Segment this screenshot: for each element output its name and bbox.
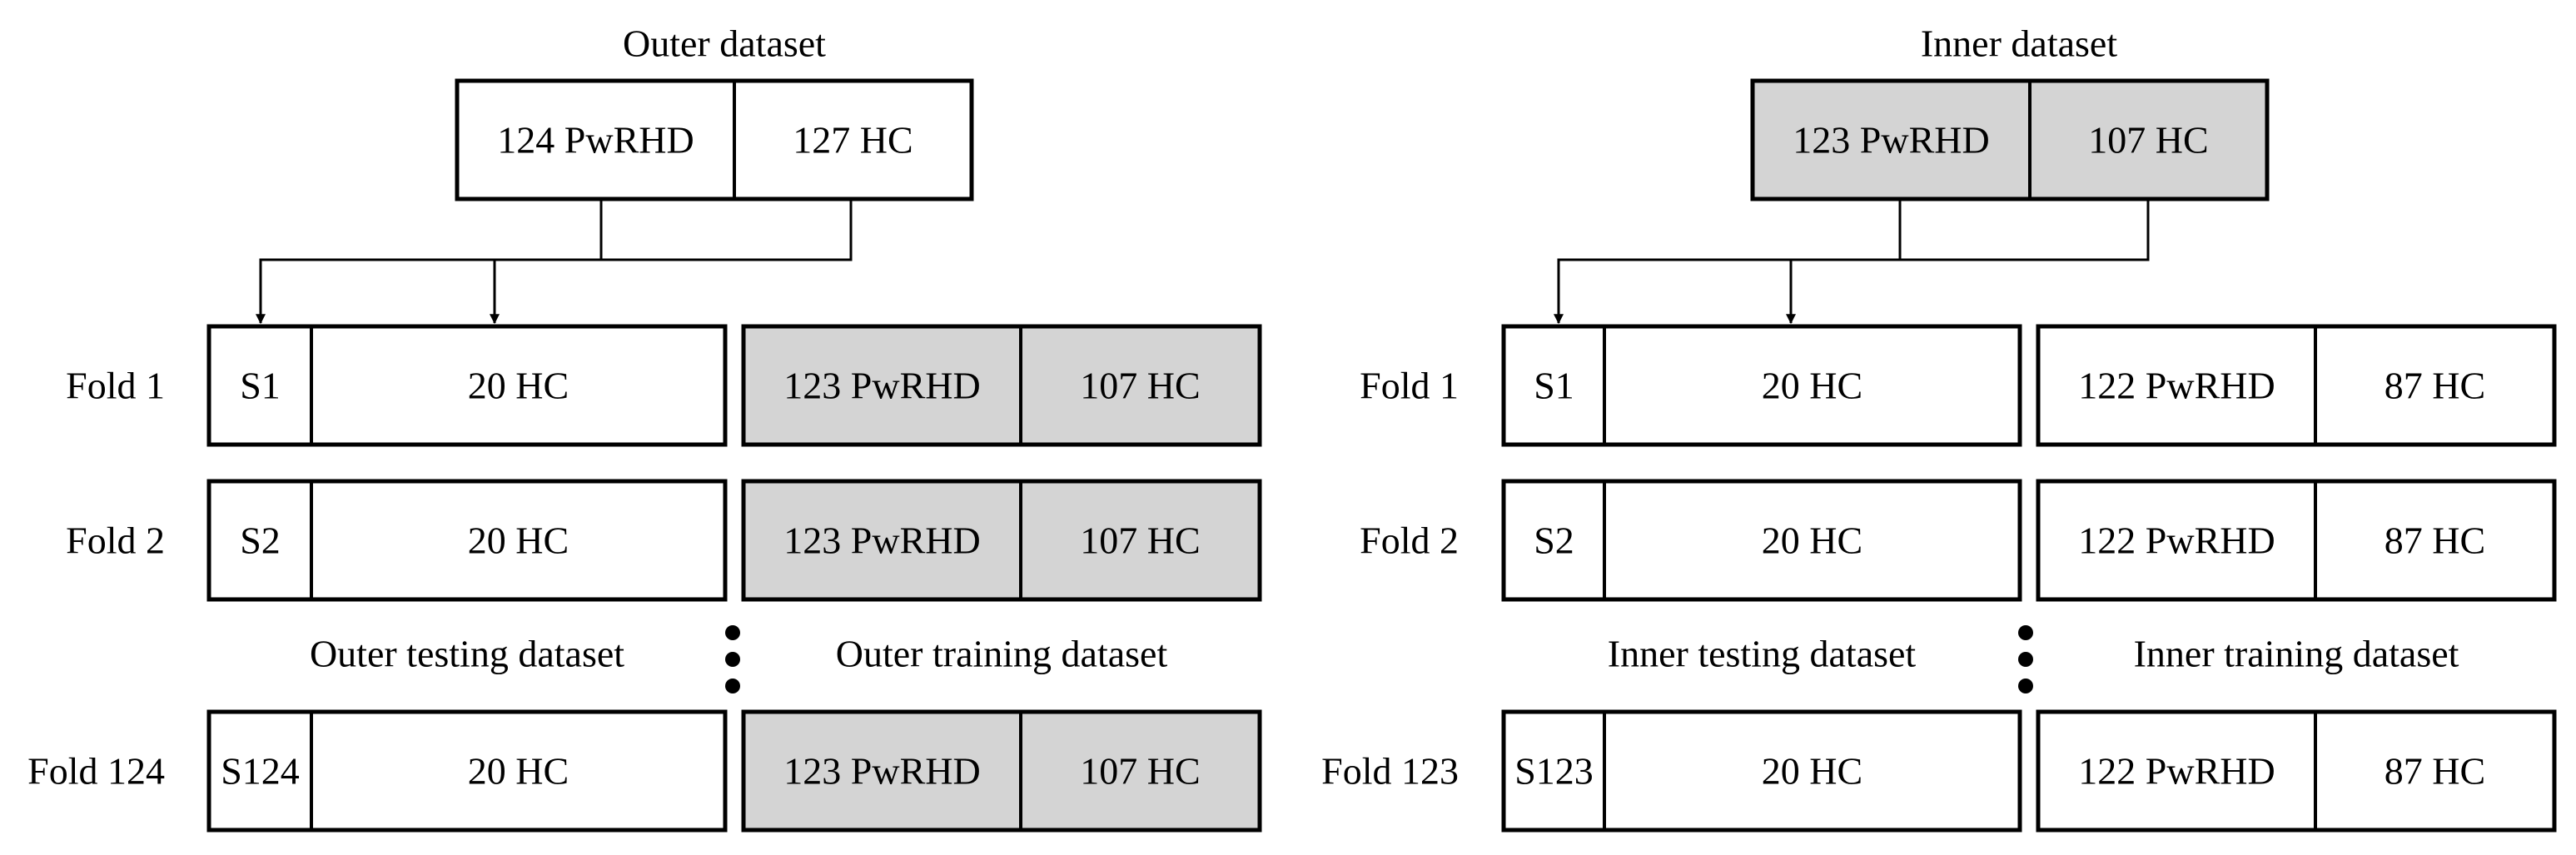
training-pwrhd-count: 122 PwRHD [2078, 519, 2275, 562]
testing-hc-count: 20 HC [1762, 365, 1862, 407]
fold-label: Fold 1 [1360, 365, 1459, 407]
training-pwrhd-count: 123 PwRHD [783, 365, 980, 407]
subject-id: S123 [1514, 750, 1594, 793]
fold-label: Fold 1 [66, 365, 165, 407]
ellipsis-dot [725, 652, 740, 667]
testing-hc-count: 20 HC [468, 519, 569, 562]
training-box [2036, 479, 2557, 602]
subject-id: S1 [240, 365, 281, 407]
ellipsis-dots [725, 625, 740, 693]
inner-split-arrows [1554, 199, 2150, 325]
fold-label: Fold 124 [27, 750, 165, 793]
training-hc-count: 107 HC [1080, 750, 1200, 793]
subject-id: S124 [221, 750, 300, 793]
subject-id: S2 [1534, 519, 1574, 562]
fold-label: Fold 2 [66, 519, 165, 562]
fold-label: Fold 2 [1360, 519, 1459, 562]
inner-training-label: Inner training dataset [2134, 633, 2459, 675]
training-box [741, 709, 1262, 833]
ellipsis-dot [2018, 652, 2033, 667]
inner-dataset-hc-count: 107 HC [2088, 119, 2208, 162]
subject-id: S2 [240, 519, 281, 562]
testing-box [206, 709, 728, 833]
training-box [741, 479, 1262, 602]
training-pwrhd-count: 123 PwRHD [783, 750, 980, 793]
training-hc-count: 87 HC [2385, 750, 2485, 793]
training-hc-count: 87 HC [2385, 519, 2485, 562]
arrow-to-hc-test [1786, 199, 2150, 325]
inner-dataset-box: 123 PwRHD 107 HC [1750, 78, 2270, 201]
training-pwrhd-count: 122 PwRHD [2078, 365, 2275, 407]
training-box [2036, 709, 2557, 833]
testing-hc-count: 20 HC [1762, 750, 1862, 793]
inner-dataset-frame [1750, 78, 2270, 201]
outer-dataset-title: Outer dataset [623, 22, 826, 65]
training-pwrhd-count: 122 PwRHD [2078, 750, 2275, 793]
ellipsis-dot [725, 625, 740, 640]
outer-testing-label: Outer testing dataset [310, 633, 624, 675]
testing-hc-count: 20 HC [468, 365, 569, 407]
testing-box [1501, 479, 2022, 602]
outer-fold-row: Fold 2 S2 20 HC 123 PwRHD 107 HC [66, 479, 1262, 602]
arrow-to-subject [1554, 199, 1902, 325]
inner-fold-row: Fold 2 S2 20 HC 122 PwRHD 87 HC [1360, 479, 2557, 602]
outer-dataset-frame [455, 78, 974, 201]
training-hc-count: 107 HC [1080, 365, 1200, 407]
ellipsis-dot [725, 679, 740, 693]
inner-testing-label: Inner testing dataset [1608, 633, 1917, 675]
outer-fold-row: Fold 124 S124 20 HC 123 PwRHD 107 HC [27, 709, 1262, 833]
outer-dataset-pwrhd-count: 124 PwRHD [497, 119, 694, 162]
testing-hc-count: 20 HC [468, 750, 569, 793]
fold-label: Fold 123 [1321, 750, 1459, 793]
ellipsis-dot [2018, 625, 2033, 640]
outer-dataset-hc-count: 127 HC [793, 119, 913, 162]
inner-fold-row: Fold 123 S123 20 HC 122 PwRHD 87 HC [1321, 709, 2557, 833]
outer-dataset-box: 124 PwRHD 127 HC [455, 78, 974, 201]
inner-panel: Inner dataset 123 PwRHD 107 HC Fold 1 S1 20 H… [1321, 22, 2557, 833]
subject-id: S1 [1534, 365, 1574, 407]
ellipsis-dots [2018, 625, 2033, 693]
testing-box [1501, 709, 2022, 833]
outer-split-arrows [256, 199, 853, 325]
training-box [741, 324, 1262, 447]
training-hc-count: 87 HC [2385, 365, 2485, 407]
inner-dataset-pwrhd-count: 123 PwRHD [1793, 119, 1989, 162]
testing-box [206, 479, 728, 602]
testing-box [206, 324, 728, 447]
outer-training-label: Outer training dataset [836, 633, 1168, 675]
arrow-to-hc-test [490, 199, 853, 325]
training-box [2036, 324, 2557, 447]
testing-box [1501, 324, 2022, 447]
outer-fold-row: Fold 1 S1 20 HC 123 PwRHD 107 HC [66, 324, 1262, 447]
testing-hc-count: 20 HC [1762, 519, 1862, 562]
outer-panel: Outer dataset 124 PwRHD 127 HC Fold 1 S1 20 H… [27, 22, 1262, 833]
inner-fold-row: Fold 1 S1 20 HC 122 PwRHD 87 HC [1360, 324, 2557, 447]
arrow-to-subject [256, 199, 603, 325]
inner-dataset-title: Inner dataset [1921, 22, 2117, 65]
training-pwrhd-count: 123 PwRHD [783, 519, 980, 562]
ellipsis-dot [2018, 679, 2033, 693]
training-hc-count: 107 HC [1080, 519, 1200, 562]
